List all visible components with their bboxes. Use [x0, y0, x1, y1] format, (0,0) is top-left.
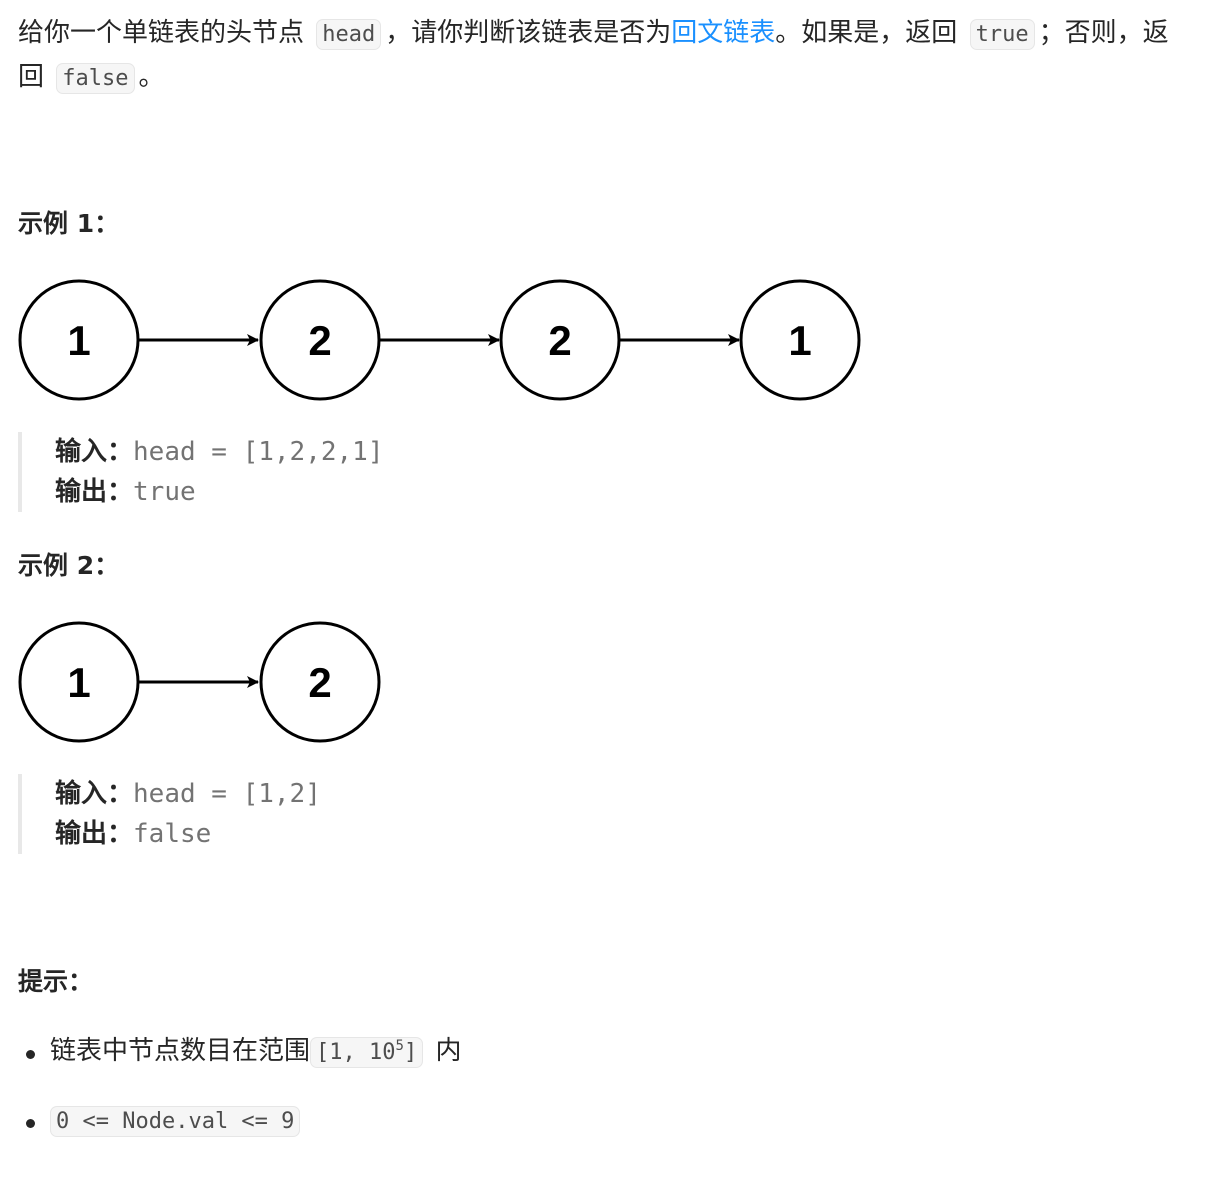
constraints-list: 链表中节点数目在范围[1, 105] 内 0 <= Node.val <= 9 — [0, 1030, 461, 1168]
example-2-linked-list-diagram: 1 2 — [18, 621, 381, 743]
example-2-input: 输入：head = [1,2] — [55, 774, 655, 814]
problem-description: 给你一个单链表的头节点 head，请你判断该链表是否为回文链表。如果是，返回 t… — [18, 12, 1188, 100]
list-node: 2 — [259, 279, 381, 401]
output-value: false — [133, 819, 212, 849]
description-text: ；否则，返回 — [18, 18, 1169, 92]
example-1-output: 输出：true — [55, 472, 655, 512]
list-node: 1 — [739, 279, 861, 401]
code-false: false — [56, 63, 135, 94]
output-value: true — [133, 477, 196, 507]
output-label: 输出： — [55, 819, 134, 849]
constraint-item: 链表中节点数目在范围[1, 105] 内 — [25, 1030, 462, 1074]
input-label: 输入： — [55, 437, 134, 467]
hints-title: 提示： — [18, 967, 94, 996]
example-1-input: 输入：head = [1,2,2,1] — [55, 432, 655, 472]
list-node: 1 — [18, 279, 140, 401]
list-node: 2 — [499, 279, 621, 401]
code-true: true — [969, 19, 1035, 50]
palindrome-linked-list-link[interactable]: 回文链表 — [671, 18, 776, 48]
example-1-title: 示例 1： — [18, 209, 120, 238]
node-value: 1 — [67, 659, 90, 706]
example-2-io-block: 输入：head = [1,2] 输出：false — [18, 774, 655, 854]
input-label: 输入： — [55, 779, 134, 809]
node-value: 2 — [308, 659, 331, 706]
output-label: 输出： — [55, 477, 134, 507]
constraint-text: 内 — [435, 1036, 462, 1066]
list-node: 1 — [18, 621, 140, 743]
constraint-code: 0 <= Node.val <= 9 — [50, 1106, 301, 1137]
constraint-text: 链表中节点数目在范围 — [50, 1036, 311, 1066]
list-node: 2 — [259, 621, 381, 743]
node-value: 1 — [788, 317, 811, 364]
example-1-linked-list-diagram: 1 2 2 1 — [18, 279, 861, 401]
constraint-code: [1, 105] — [310, 1037, 424, 1068]
input-value: head = [1,2,2,1] — [133, 437, 384, 467]
input-value: head = [1,2] — [133, 779, 321, 809]
node-value: 2 — [308, 317, 331, 364]
description-text: 给你一个单链表的头节点 — [18, 18, 305, 48]
example-2-output: 输出：false — [55, 814, 655, 854]
node-value: 1 — [67, 317, 90, 364]
description-text: 。如果是，返回 — [775, 18, 958, 48]
example-2-title: 示例 2： — [18, 551, 120, 580]
description-text: 。 — [138, 62, 165, 92]
example-1-io-block: 输入：head = [1,2,2,1] 输出：true — [18, 432, 655, 512]
description-text: ，请你判断该链表是否为 — [385, 18, 672, 48]
node-value: 2 — [548, 317, 571, 364]
constraint-item: 0 <= Node.val <= 9 — [25, 1099, 461, 1143]
code-head: head — [316, 19, 382, 50]
